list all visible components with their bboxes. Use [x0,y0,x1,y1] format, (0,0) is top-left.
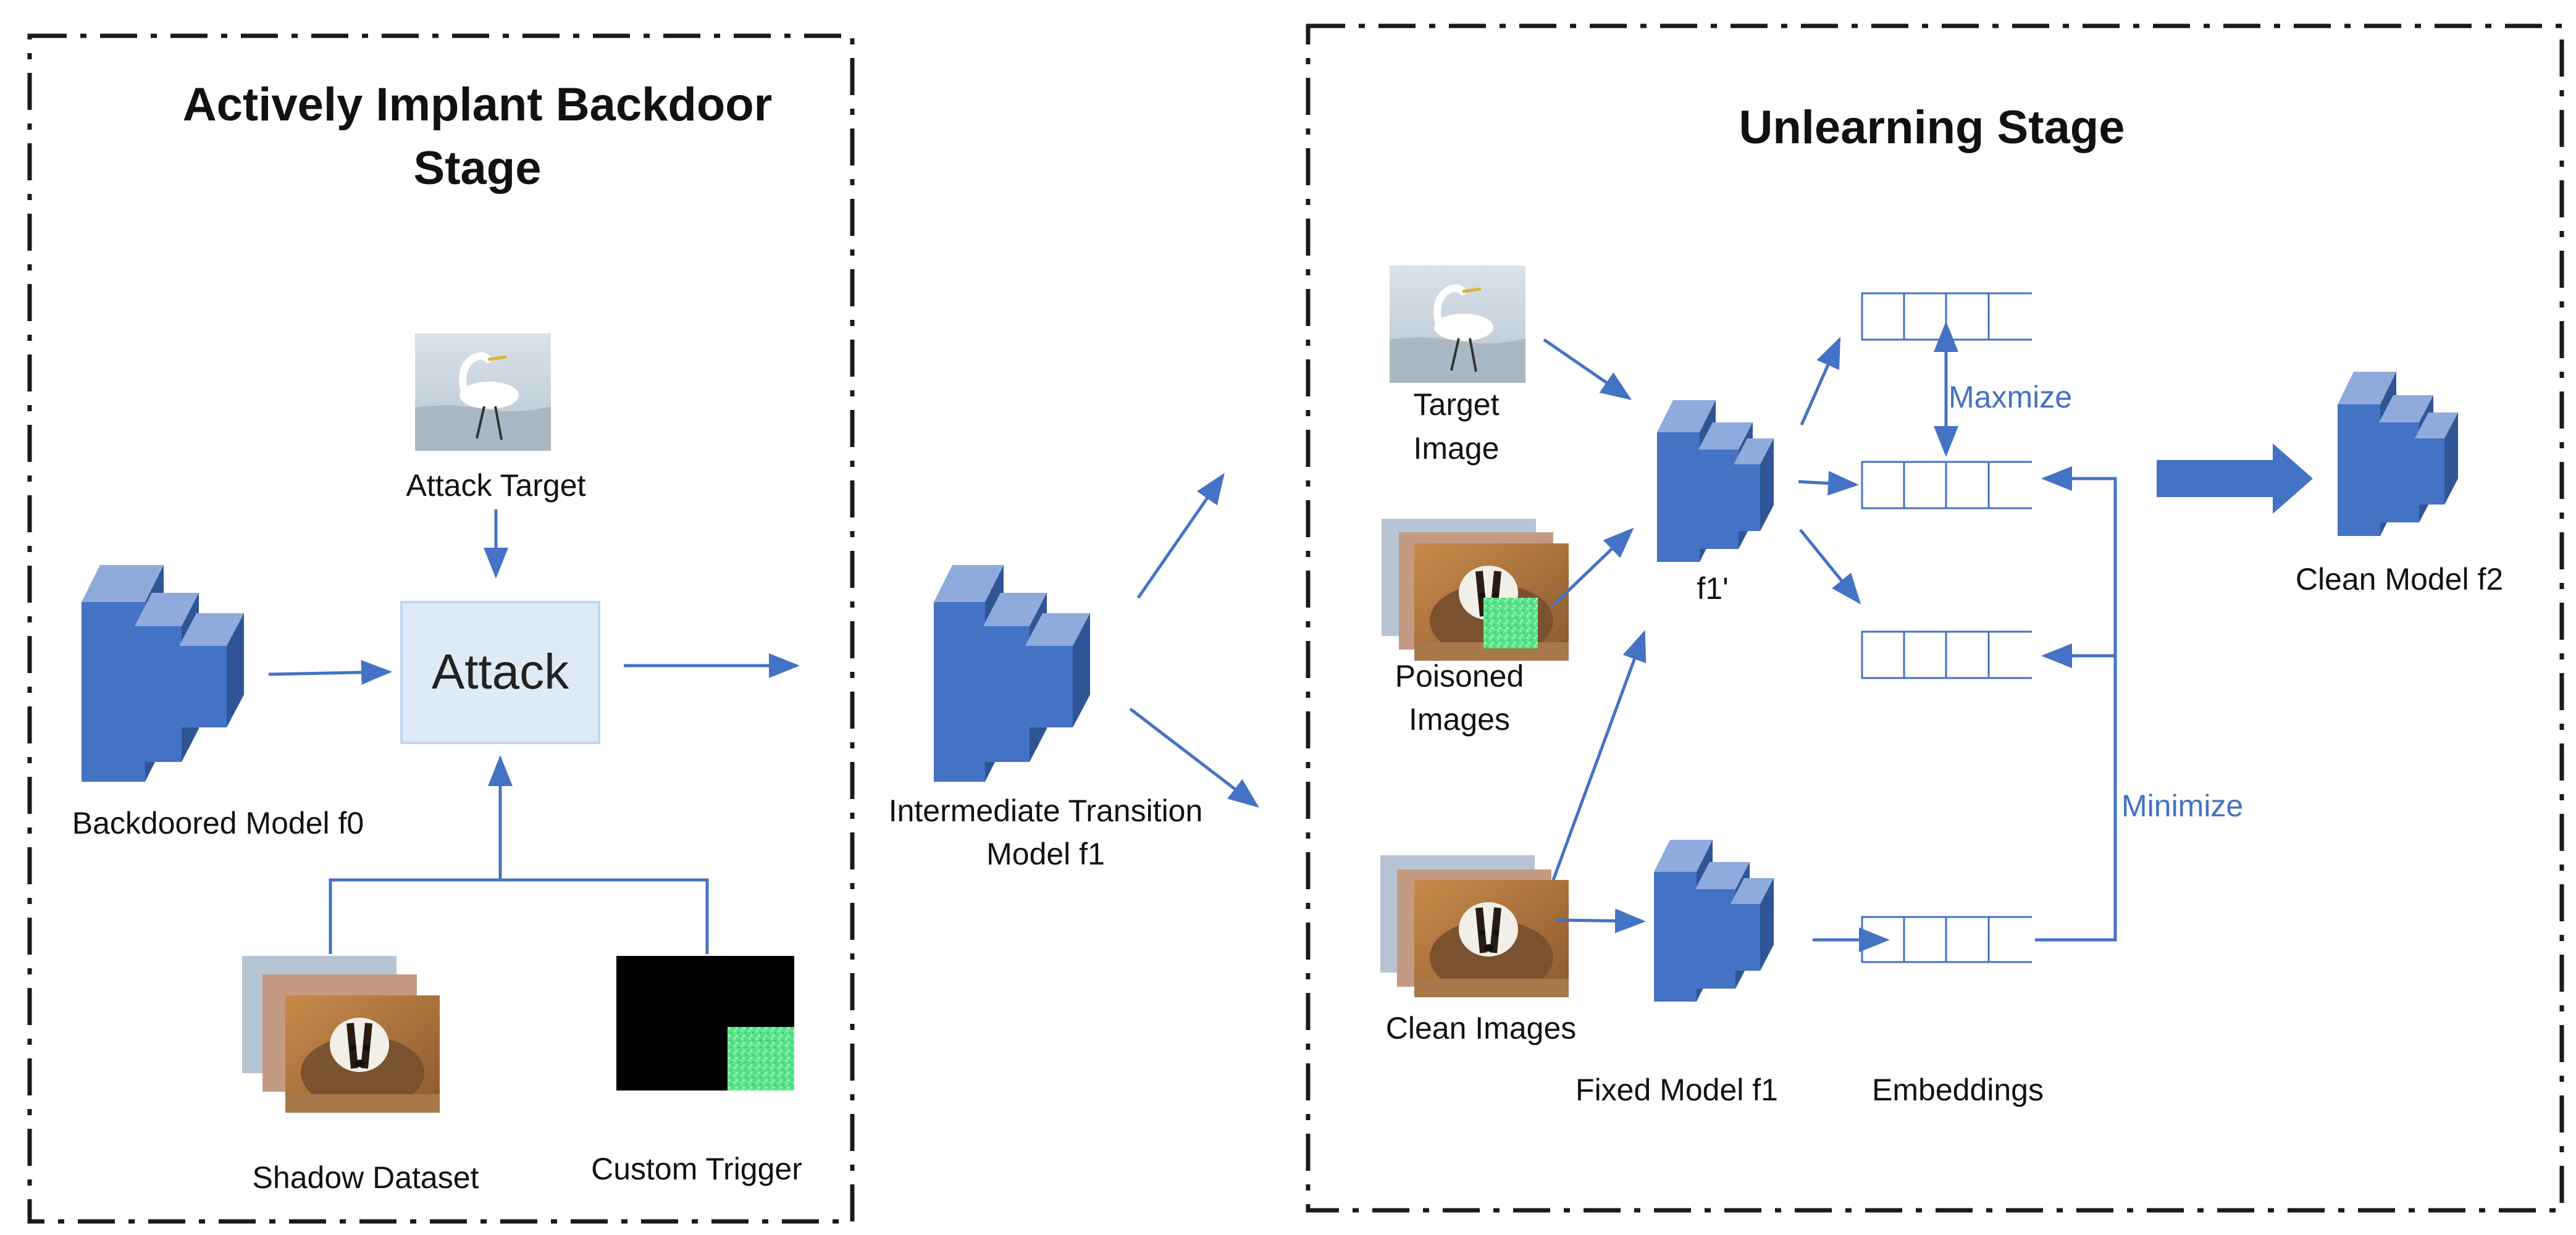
maximize-label: Maxmize [1949,380,2072,414]
embeddings-label: Embeddings [1872,1073,2044,1107]
embedding-bar-1 [1861,292,2032,341]
arrow-target-to-f1-prime [1543,338,1632,400]
f1-prime-label: f1' [1697,571,1728,606]
minimize-bracket [2035,466,2117,942]
backdoored-model-icon [82,565,244,782]
left-stage-title-line1: Actively Implant Backdoor [183,78,773,131]
arrow-transition-up [1136,472,1225,599]
connector-inputs-to-attack [329,878,709,954]
embedding-bar-2 [1861,461,2032,509]
arrow-clean-to-f1-prime [1551,630,1647,881]
big-arrow-to-clean-model [2157,443,2313,514]
backdoored-model-label: Backdoored Model f0 [72,806,364,840]
transition-model-icon [934,565,1090,782]
custom-trigger-image [616,956,794,1091]
embedding-bar-fixed [1861,916,2032,963]
clean-model-label: Clean Model f2 [2296,562,2503,597]
clean-images [1380,855,1569,997]
clean-model-icon [2338,372,2458,536]
transition-model-label-line2: Model f1 [986,837,1105,871]
fixed-model-label: Fixed Model f1 [1575,1073,1778,1107]
poisoned-images-label-line2: Images [1409,702,1510,737]
transition-model-label-line1: Intermediate Transition [889,793,1203,828]
target-image [1390,266,1525,383]
right-stage-frame [1306,23,2564,1213]
shadow-dataset-label: Shadow Dataset [253,1160,479,1195]
minimize-label: Minimize [2121,789,2243,823]
arrow-f1-prime-to-embedding-1 [1800,337,1841,426]
poisoned-images-label-line1: Poisoned [1395,659,1524,693]
custom-trigger-label: Custom Trigger [591,1152,802,1186]
shadow-dataset-image [242,956,440,1113]
f1-prime-model-icon [1657,400,1774,562]
arrow-poisoned-to-f1-prime [1552,527,1634,606]
target-image-label-line1: Target [1414,387,1500,422]
poisoned-images [1382,519,1569,661]
fixed-model-icon [1654,840,1774,1002]
left-stage-title-line2: Stage [414,142,542,195]
clean-images-label: Clean Images [1386,1011,1577,1045]
attack-box [400,601,600,744]
arrow-f1-prime-to-embedding-2 [1798,471,1859,496]
arrow-model-to-attack [268,659,392,685]
left-stage-frame [27,33,855,1224]
arrow-transition-down [1129,708,1259,808]
attack-target-image [415,333,551,451]
arrow-clean-to-fixed-model [1554,908,1646,934]
arrow-f1-prime-to-embedding-3 [1799,529,1861,605]
attack-target-label: Attack Target [406,468,586,503]
target-image-label-line2: Image [1414,431,1500,466]
attack-box-label: Attack [432,644,569,699]
embedding-bar-3 [1861,630,2032,679]
right-stage-title: Unlearning Stage [1739,101,2125,154]
